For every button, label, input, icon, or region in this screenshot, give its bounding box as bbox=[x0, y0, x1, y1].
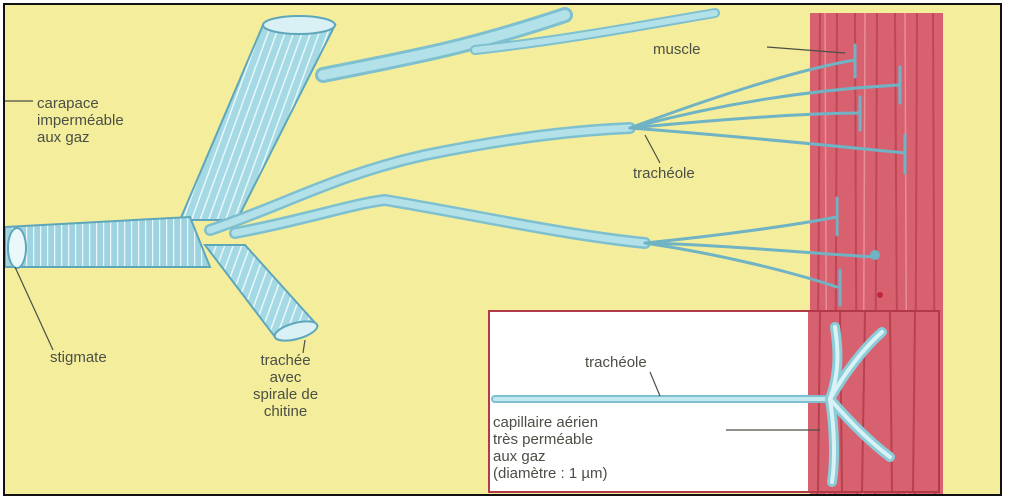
label-carapace: carapace imperméable aux gaz bbox=[37, 95, 124, 146]
label-tracheole-inset: trachéole bbox=[585, 354, 647, 371]
diagram-frame: carapace imperméable aux gaz muscle trac… bbox=[3, 3, 1002, 496]
main-trachea bbox=[5, 16, 335, 344]
label-tracheole-top: trachéole bbox=[633, 165, 695, 182]
label-stigmate: stigmate bbox=[50, 349, 107, 366]
label-muscle: muscle bbox=[653, 41, 701, 58]
label-capillaire: capillaire aérien très perméable aux gaz… bbox=[493, 414, 608, 482]
label-trachee: trachée avec spirale de chitine bbox=[253, 352, 318, 420]
